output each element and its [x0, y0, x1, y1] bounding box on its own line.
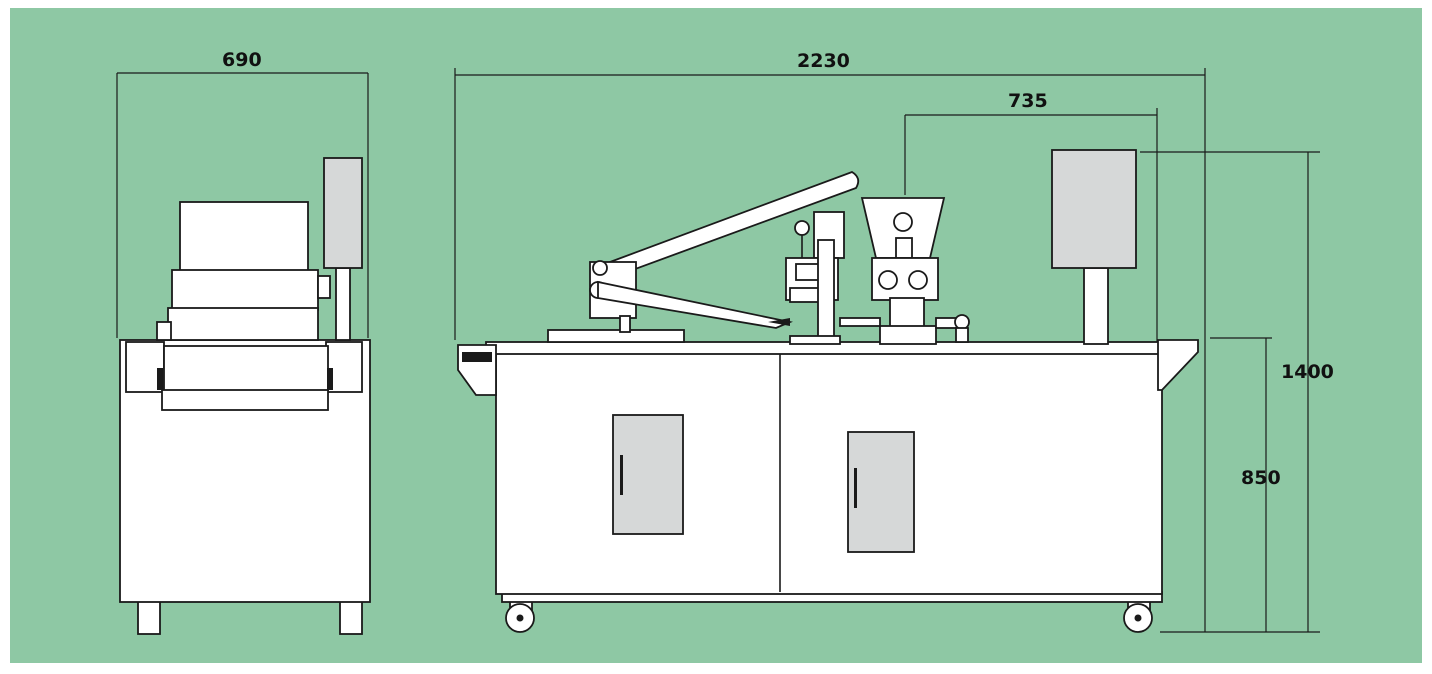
dim-label-850: 850: [1241, 467, 1281, 489]
pressure-gauge-icon: [794, 220, 810, 236]
side-control-post: [335, 267, 351, 341]
chute-right: [1157, 339, 1199, 391]
front-casters: [505, 599, 1153, 633]
dimension-overall-height: 1400: [1140, 151, 1334, 633]
front-view: 2230 735 1400 850: [454, 50, 1334, 633]
dimension-overall-length: 2230: [454, 50, 1206, 632]
door-panel-left: [612, 414, 684, 535]
dim-label-2230: 2230: [797, 50, 850, 72]
dimension-table-height: 850: [1210, 337, 1281, 632]
side-roll-end-left: [157, 368, 163, 390]
press-arm: [608, 171, 860, 278]
dim-label-735: 735: [1008, 90, 1048, 112]
door-panel-right: [847, 431, 915, 553]
side-leg-left: [137, 597, 161, 635]
press-arm-assembly: [589, 171, 860, 333]
door-handle-left: [620, 455, 623, 495]
side-view: 690: [116, 49, 371, 635]
front-cabinet: [495, 351, 1163, 595]
front-control-box: [1051, 149, 1137, 269]
dim-label-1400: 1400: [1281, 361, 1334, 383]
side-hopper: [179, 201, 309, 273]
dimension-hopper-span: 735: [904, 90, 1158, 342]
side-leg-right: [339, 597, 363, 635]
dough-tray: [547, 329, 685, 343]
side-control-box: [323, 157, 363, 269]
side-roller-upper: [171, 269, 319, 311]
cutter-unit: [785, 211, 845, 345]
side-bracket-left: [156, 321, 172, 341]
dimension-side-width: 690: [116, 49, 369, 338]
front-control-post: [1083, 267, 1109, 345]
side-bracket-right: [317, 275, 331, 299]
side-conveyor-tray: [161, 389, 329, 411]
door-handle-right: [854, 468, 857, 508]
chute-left-slot: [462, 352, 492, 362]
side-roller-lower: [167, 307, 319, 341]
dim-label-690: 690: [222, 49, 262, 71]
filling-hopper: [839, 197, 970, 345]
side-roll-end-right: [327, 368, 333, 390]
transfer-belt: [597, 280, 793, 329]
side-conveyor-roll: [163, 345, 329, 393]
